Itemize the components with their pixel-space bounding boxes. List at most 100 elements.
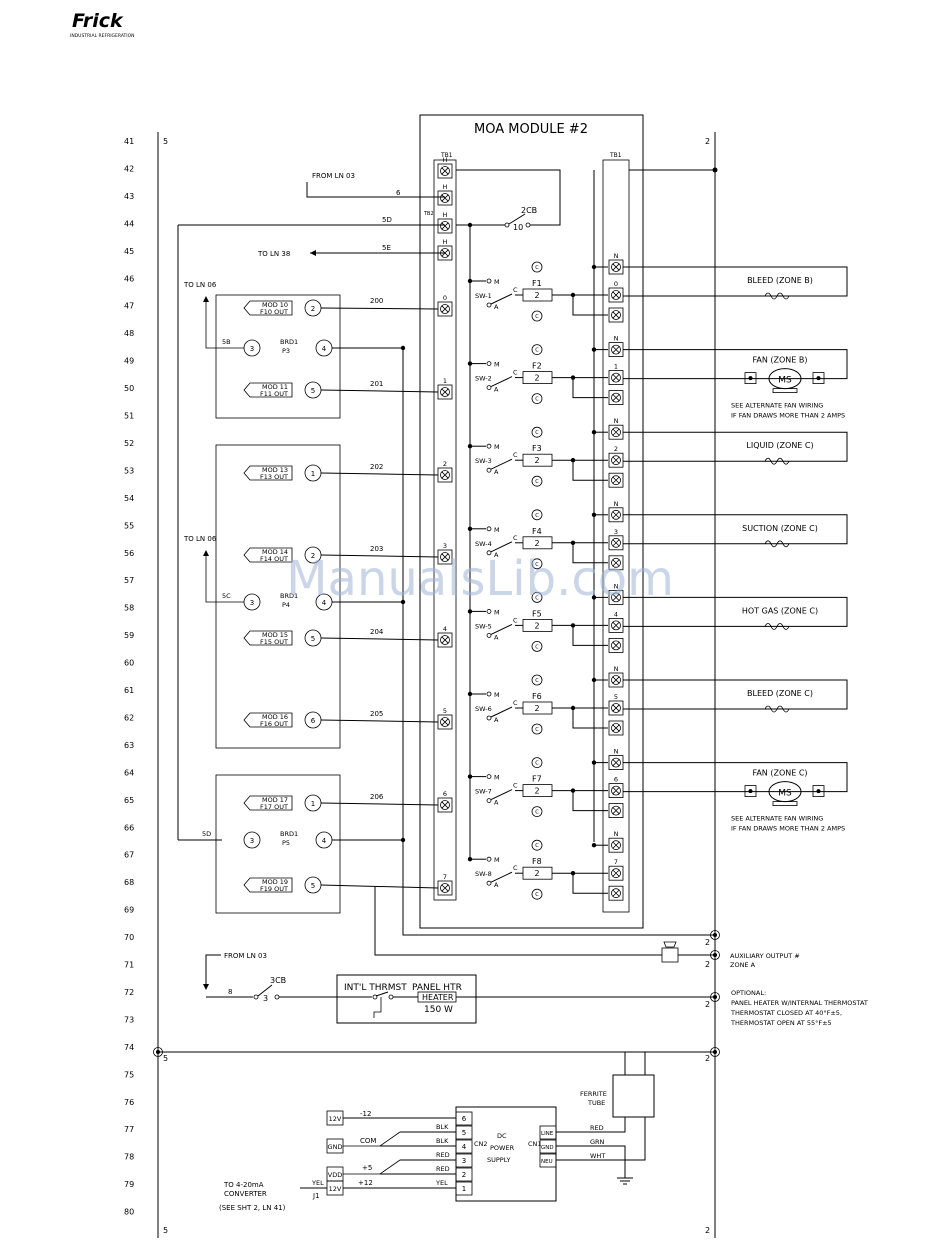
out-terminal-label: 0	[614, 280, 618, 288]
led-top	[531, 509, 543, 521]
contact-c-label: C	[513, 286, 518, 294]
switch-label: SW-7	[475, 788, 492, 796]
optional-note-line: PANEL HEATER W/INTERNAL THERMOSTAT	[731, 999, 868, 1007]
fuse-label: F4	[532, 527, 542, 536]
line-number: 46	[124, 274, 134, 283]
terminal	[608, 370, 624, 386]
out-terminal-label: 5	[614, 693, 618, 701]
left-terminal-label: H	[443, 156, 448, 164]
n-terminal-label: N	[614, 830, 619, 838]
terminal	[608, 618, 624, 633]
line-number: 79	[124, 1180, 134, 1189]
ferrite-tube	[612, 1074, 655, 1118]
node	[591, 760, 597, 765]
load-loop	[623, 596, 848, 627]
terminal	[437, 245, 453, 261]
contact-c-label: C	[513, 616, 518, 624]
terminal-cross	[612, 841, 620, 849]
fuse-value: 2	[534, 456, 539, 465]
board-p3-box	[215, 294, 341, 419]
terminal-circle	[611, 290, 621, 300]
node	[712, 167, 718, 173]
supply-label-1: DC	[497, 1132, 507, 1140]
left-terminal-label: 3	[443, 542, 447, 550]
fuse-value: 2	[534, 704, 539, 713]
dc-wire-label: RED	[436, 1151, 450, 1159]
terminal-circle	[440, 470, 450, 480]
mod-pin-num: 5	[311, 882, 315, 890]
switch-label: SW-5	[475, 622, 492, 630]
terminal-circle	[611, 537, 621, 548]
terminal	[608, 803, 624, 818]
contact-a-label: A	[494, 799, 499, 807]
board-to-label: TO LN 06	[183, 535, 217, 543]
wire-number: 201	[370, 380, 383, 388]
terminal-circle	[611, 475, 621, 486]
ac-ground	[556, 1145, 626, 1178]
thermostat-b	[388, 994, 394, 1000]
line-number: 55	[124, 521, 134, 530]
thermostat-a	[372, 994, 378, 1000]
left-terminal-label: 4	[443, 625, 447, 633]
led-bottom-label: C	[535, 727, 539, 733]
terminal-cross	[441, 249, 449, 257]
switch-label: SW-6	[475, 705, 492, 713]
left-terminal-label: H	[443, 211, 448, 219]
left-terminal-label: H	[443, 183, 448, 191]
contact-a-label: A	[494, 881, 499, 889]
line-number: 45	[124, 247, 134, 256]
supply-label-3: SUPPLY	[487, 1156, 510, 1164]
node	[591, 347, 597, 352]
led-bottom-label: C	[535, 810, 539, 816]
heater-label: HEATER	[422, 993, 454, 1002]
mod-wire	[320, 389, 439, 393]
terminal	[608, 837, 624, 853]
right-terminal-strip	[602, 159, 630, 913]
cn2-pin-num: 1	[462, 1185, 466, 1193]
contact-c-label: C	[513, 699, 518, 707]
mod-out-label: F14 OUT	[260, 555, 288, 563]
switch-blade	[490, 706, 513, 718]
optional-note-line: THERMOSTAT OPEN AT 55°F±5	[730, 1019, 832, 1027]
line-number: 52	[124, 439, 134, 448]
arrow-5e	[310, 250, 316, 256]
n-terminal-label: N	[614, 252, 619, 260]
ferrite-label-1: FERRITE	[580, 1090, 607, 1098]
mod-pin-num: 1	[311, 470, 315, 478]
terminal-circle	[440, 635, 450, 645]
terminal-circle	[611, 262, 621, 272]
terminal-cross	[612, 704, 620, 712]
terminal-cross	[612, 346, 620, 354]
load-label: HOT GAS (ZONE C)	[742, 606, 818, 615]
ac-red	[556, 1117, 626, 1133]
load-coil	[764, 540, 790, 548]
load-loop	[623, 431, 848, 462]
thermostat-label: INT'L THRMST	[344, 983, 407, 993]
cn2-pin-num: 3	[462, 1157, 466, 1165]
aux-return	[402, 350, 715, 936]
board-to-arrow	[203, 550, 209, 556]
switch-label: SW-2	[475, 375, 492, 383]
node	[713, 953, 717, 957]
cb3-term: 3	[263, 994, 268, 1003]
line-number: 60	[124, 659, 134, 668]
load-coil	[764, 705, 790, 713]
mod-label: MOD 15	[262, 631, 288, 639]
breaker-contact-b	[525, 222, 531, 228]
rail-right-top: 2	[705, 137, 710, 146]
terminal-cross	[441, 553, 449, 561]
aux-zone: ZONE A	[730, 961, 756, 969]
fan-term-l	[744, 785, 757, 797]
board-name: BRD1	[280, 338, 298, 346]
wire-5e-label: 5E	[382, 244, 391, 252]
terminal-cross	[612, 724, 620, 732]
mod-connector	[243, 382, 293, 398]
terminal-cross	[441, 884, 449, 892]
contact-m-label: M	[494, 691, 500, 699]
led-bottom	[531, 641, 543, 652]
load-loop	[623, 266, 848, 297]
load-label: FAN (ZONE B)	[753, 356, 808, 365]
terminal-circle	[611, 557, 621, 568]
terminal-circle	[611, 888, 621, 899]
node	[591, 843, 597, 848]
